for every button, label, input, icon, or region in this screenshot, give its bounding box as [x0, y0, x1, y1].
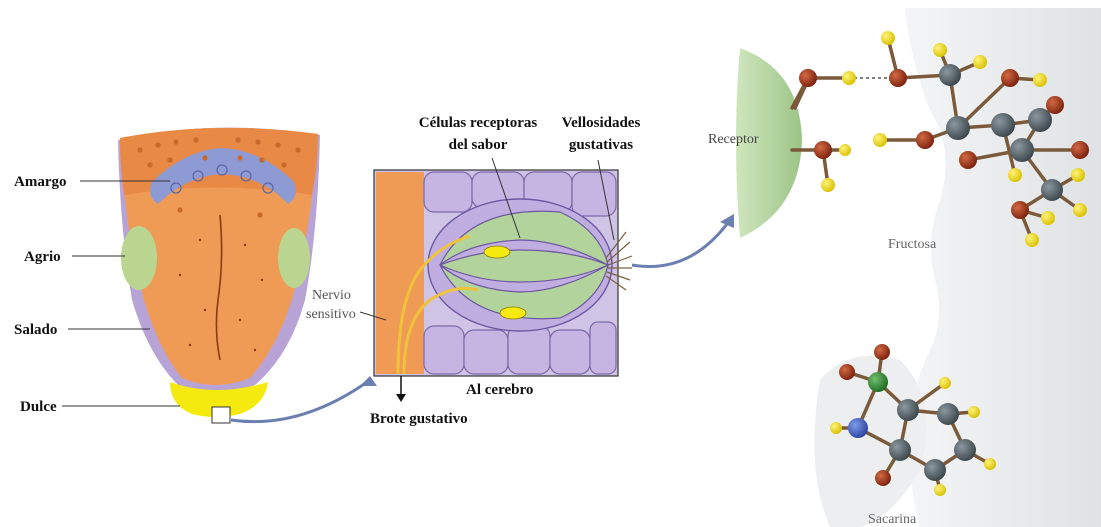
papilla	[235, 137, 240, 142]
papilla	[257, 212, 262, 217]
nucleus-1	[484, 246, 510, 258]
taste-bud-section	[374, 170, 632, 376]
atom	[939, 64, 961, 86]
papilla	[237, 155, 242, 160]
papilla	[295, 147, 300, 152]
label-fructose: Fructosa	[888, 237, 937, 252]
papilla	[202, 155, 207, 160]
label-sour: Agrio	[24, 249, 61, 265]
label-to-brain: Al cerebro	[466, 382, 533, 398]
papilla	[173, 139, 178, 144]
atom	[1033, 73, 1047, 87]
arrow-to-brain-head	[396, 394, 406, 402]
papilla	[254, 349, 256, 351]
atom	[973, 55, 987, 69]
atom	[873, 133, 887, 147]
papilla	[239, 319, 241, 321]
label-receptor: Receptor	[708, 132, 759, 147]
papilla	[189, 344, 191, 346]
papilla	[179, 274, 181, 276]
atom	[875, 470, 891, 486]
atom	[939, 377, 951, 389]
papilla	[259, 157, 264, 162]
papilla	[177, 207, 182, 212]
papilla	[255, 139, 260, 144]
label-salty: Salado	[14, 322, 57, 338]
arrow-to-receptor	[632, 220, 730, 267]
atom	[1041, 211, 1055, 225]
atom	[830, 422, 842, 434]
atom	[839, 144, 851, 156]
atom	[874, 344, 890, 360]
atom	[868, 372, 888, 392]
papilla	[281, 162, 286, 167]
atom	[933, 43, 947, 57]
papilla	[167, 157, 172, 162]
taste-bud-marker	[212, 407, 230, 423]
papilla	[137, 147, 142, 152]
papilla	[199, 239, 201, 241]
papilla	[147, 162, 152, 167]
atom	[1071, 168, 1085, 182]
label-villi-2: gustativas	[569, 137, 633, 153]
nucleus-2	[500, 307, 526, 319]
sour-zone-right	[278, 228, 310, 288]
atom	[889, 439, 911, 461]
label-sweet: Dulce	[20, 399, 57, 415]
atom	[1028, 108, 1052, 132]
atom	[799, 69, 817, 87]
atom	[1011, 201, 1029, 219]
papilla	[261, 279, 263, 281]
atom	[991, 113, 1015, 137]
arrow-to-bud-head	[360, 376, 377, 386]
label-taste-bud: Brote gustativo	[370, 411, 468, 427]
atom	[1025, 233, 1039, 247]
sour-zone-left	[121, 226, 157, 290]
papilla	[275, 142, 280, 147]
atom	[924, 459, 946, 481]
tongue	[118, 128, 320, 423]
atom	[946, 116, 970, 140]
atom	[954, 439, 976, 461]
papilla	[204, 309, 206, 311]
atom	[1008, 168, 1022, 182]
atom	[1041, 179, 1063, 201]
label-nerve-1: Nervio	[312, 288, 351, 303]
atom	[984, 458, 996, 470]
atom	[934, 484, 946, 496]
atom	[937, 403, 959, 425]
papilla	[193, 137, 198, 142]
papilla	[155, 142, 160, 147]
atom	[881, 31, 895, 45]
papilla	[244, 244, 246, 246]
atom	[1010, 138, 1034, 162]
atom	[959, 151, 977, 169]
atom	[1073, 203, 1087, 217]
atom	[842, 71, 856, 85]
label-nerve-2: sensitivo	[306, 307, 356, 322]
atom	[839, 364, 855, 380]
label-receptor-cells-2: del sabor	[449, 137, 508, 153]
atom	[1046, 96, 1064, 114]
atom	[968, 406, 980, 418]
atom	[814, 141, 832, 159]
atom	[1071, 141, 1089, 159]
label-saccharin: Sacarina	[868, 512, 917, 527]
label-bitter: Amargo	[14, 174, 67, 190]
atom	[889, 69, 907, 87]
label-villi-1: Vellosidades	[562, 115, 641, 131]
label-receptor-cells-1: Células receptoras	[419, 115, 538, 131]
atom	[916, 131, 934, 149]
atom	[1001, 69, 1019, 87]
atom	[897, 399, 919, 421]
atom	[821, 178, 835, 192]
atom	[848, 418, 868, 438]
